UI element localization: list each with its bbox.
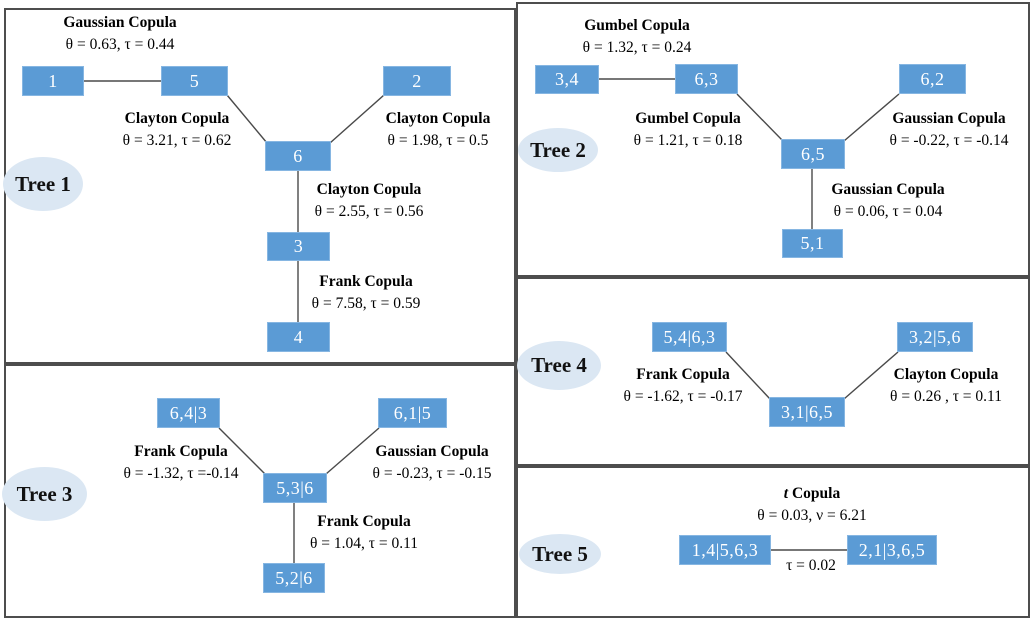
copula-name: Gaussian Copula (831, 181, 945, 198)
copula-params: θ = 0.63, τ = 0.44 (65, 36, 175, 53)
panel-tree5 (516, 466, 1030, 618)
edge-label-643-536: Frank Copula θ = -1.32, τ =-0.14 (123, 442, 238, 484)
copula-name: Clayton Copula (124, 110, 230, 127)
node-65: 6,5 (781, 139, 845, 169)
edge-3256-3165 (843, 351, 899, 400)
node-51: 5,1 (782, 229, 843, 258)
copula-params: θ = 1.32, τ = 0.24 (582, 39, 692, 56)
copula-params: θ = 0.03, ν = 6.21 (757, 507, 867, 524)
edge-tau-label: τ = 0.02 (786, 556, 836, 576)
node-615: 6,1|5 (378, 398, 447, 428)
copula-params: θ = 3.21, τ = 0.62 (122, 132, 232, 149)
copula-params: θ = 0.26 , τ = 0.11 (890, 388, 1002, 405)
node-2: 2 (383, 66, 451, 96)
copula-name: Gaussian Copula (892, 110, 1006, 127)
node-6: 6 (265, 141, 331, 171)
tree5-label-text: Tree 5 (532, 541, 588, 566)
edge-label-3256-3165: Clayton Copula θ = 0.26 , τ = 0.11 (890, 365, 1002, 407)
edge-615-536 (325, 427, 380, 475)
copula-params: θ = -1.62, τ = -0.17 (623, 388, 743, 405)
tree5-label: Tree 5 (519, 534, 601, 574)
edge-2-6 (329, 94, 385, 144)
copula-params: θ = -0.22, τ = -0.14 (889, 132, 1009, 149)
copula-name: t Copula (783, 485, 841, 502)
edge-label-14563-21365: t Copula θ = 0.03, ν = 6.21 (757, 484, 866, 526)
edge-5463-3165 (725, 351, 771, 400)
node-526: 5,2|6 (263, 563, 325, 593)
edge-label-62-65: Gaussian Copula θ = -0.22, τ = -0.14 (890, 109, 1009, 151)
copula-name: Frank Copula (636, 366, 730, 383)
copula-name: Gumbel Copula (635, 110, 741, 127)
copula-params: θ = 1.04, τ = 0.11 (309, 535, 419, 552)
copula-name: Frank Copula (317, 513, 411, 530)
copula-name: Gaussian Copula (63, 14, 177, 31)
node-4: 4 (267, 322, 330, 352)
edge-62-65 (843, 93, 900, 142)
node-643: 6,4|3 (157, 398, 220, 428)
copula-params: θ = 7.58, τ = 0.59 (311, 295, 421, 312)
copula-tau: τ = 0.02 (786, 557, 836, 574)
node-62: 6,2 (899, 64, 966, 94)
edge-63-65 (736, 93, 784, 142)
tree3-label-text: Tree 3 (16, 481, 73, 506)
copula-name: Frank Copula (134, 443, 228, 460)
copula-params: θ = 0.06, τ = 0.04 (833, 203, 943, 220)
tree4-label-text: Tree 4 (531, 353, 587, 377)
panel-tree4 (516, 277, 1030, 466)
node-14563: 1,4|5,6,3 (679, 535, 771, 565)
node-3256: 3,2|5,6 (897, 322, 973, 352)
tree2-label-text: Tree 2 (530, 137, 586, 162)
copula-params: θ = 1.21, τ = 0.18 (633, 132, 743, 149)
panel-tree2 (516, 2, 1030, 277)
tree2-label: Tree 2 (518, 128, 598, 172)
edge-label-2-6: Clayton Copula θ = 1.98, τ = 0.5 (386, 109, 491, 151)
edge-label-63-65: Gumbel Copula θ = 1.21, τ = 0.18 (634, 109, 743, 151)
copula-name: Clayton Copula (385, 110, 491, 127)
edge-label-5463-3165: Frank Copula θ = -1.62, τ = -0.17 (624, 365, 743, 407)
edge-label-1-5: Gaussian Copula θ = 0.63, τ = 0.44 (63, 13, 176, 55)
edge-label-5-6: Clayton Copula θ = 3.21, τ = 0.62 (123, 109, 232, 151)
copula-name: Frank Copula (319, 273, 413, 290)
copula-name: Clayton Copula (893, 366, 999, 383)
copula-params: θ = -1.32, τ =-0.14 (123, 465, 239, 482)
edge-label-3-4: Frank Copula θ = 7.58, τ = 0.59 (312, 272, 421, 314)
copula-name: Clayton Copula (316, 181, 422, 198)
edge-label-615-536: Gaussian Copula θ = -0.23, τ = -0.15 (373, 442, 492, 484)
node-5: 5 (161, 66, 228, 96)
node-5463: 5,4|6,3 (652, 322, 727, 352)
copula-name: Gaussian Copula (375, 443, 489, 460)
edge-label-65-51: Gaussian Copula θ = 0.06, τ = 0.04 (831, 180, 944, 222)
tree1-label: Tree 1 (3, 157, 83, 211)
edge-label-536-526: Frank Copula θ = 1.04, τ = 0.11 (310, 512, 418, 554)
copula-params: θ = 1.98, τ = 0.5 (387, 132, 489, 149)
tree1-label-text: Tree 1 (15, 171, 71, 196)
node-3: 3 (267, 232, 330, 261)
copula-params: θ = -0.23, τ = -0.15 (372, 465, 492, 482)
node-3165: 3,1|6,5 (769, 397, 845, 427)
tree4-label: Tree 4 (517, 341, 601, 390)
node-1: 1 (22, 66, 84, 96)
copula-name: Gumbel Copula (584, 17, 690, 34)
node-21365: 2,1|3,6,5 (847, 535, 937, 565)
edge-label-34-63: Gumbel Copula θ = 1.32, τ = 0.24 (583, 16, 692, 58)
edge-5-6 (226, 94, 268, 144)
node-34: 3,4 (535, 65, 599, 94)
copula-params: θ = 2.55, τ = 0.56 (314, 203, 424, 220)
edge-label-6-3: Clayton Copula θ = 2.55, τ = 0.56 (315, 180, 424, 222)
edge-643-536 (218, 427, 266, 475)
node-536: 5,3|6 (263, 473, 327, 503)
tree3-label: Tree 3 (2, 467, 87, 521)
node-63: 6,3 (675, 64, 738, 94)
